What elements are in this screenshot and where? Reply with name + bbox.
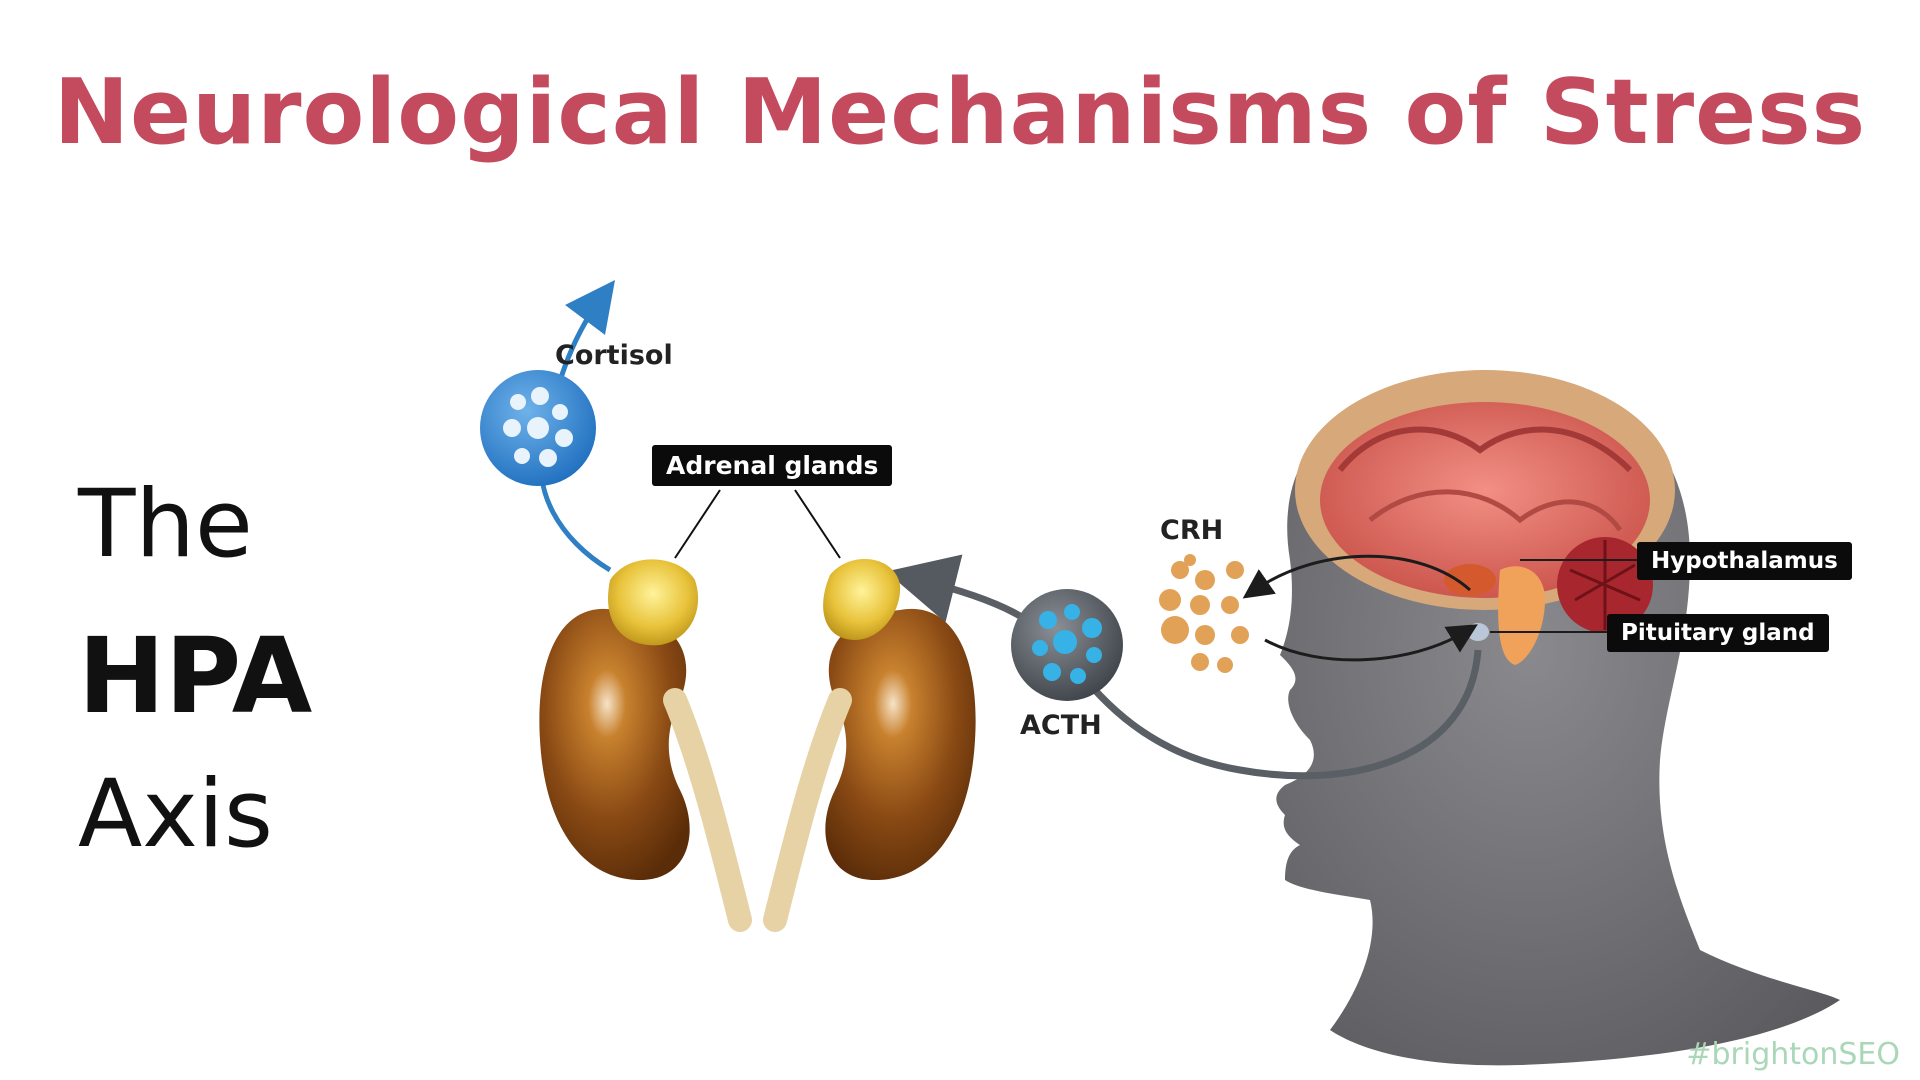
right-adrenal-gland — [823, 558, 901, 640]
side-heading-hpa: HPA — [78, 615, 313, 737]
left-adrenal-gland — [608, 559, 699, 646]
right-kidney — [763, 608, 976, 932]
left-kidney — [539, 608, 752, 932]
adrenal-glands-label: Adrenal glands — [652, 445, 893, 486]
page-title: Neurological Mechanisms of Stress — [53, 60, 1867, 165]
hypothalamus-region — [1444, 564, 1496, 596]
side-heading-axis: Axis — [78, 760, 274, 869]
brain-folds — [1337, 426, 1633, 473]
crh-label: CRH — [1160, 515, 1224, 546]
side-heading-the: The — [78, 470, 253, 579]
crh-arrow-bottom — [1264, 624, 1478, 662]
cortisol-label: Cortisol — [555, 340, 673, 371]
hypothalamus-label: Hypothalamus — [1637, 542, 1852, 580]
crh-arrow-top — [1242, 554, 1472, 599]
brainstem — [1498, 566, 1545, 665]
crh-particles — [1159, 554, 1249, 673]
pituitary-region — [1467, 623, 1489, 641]
pituitary-gland-label: Pituitary gland — [1607, 614, 1829, 652]
acth-label: ACTH — [1020, 710, 1102, 741]
brand-watermark: #brightonSEO — [1686, 1037, 1900, 1072]
